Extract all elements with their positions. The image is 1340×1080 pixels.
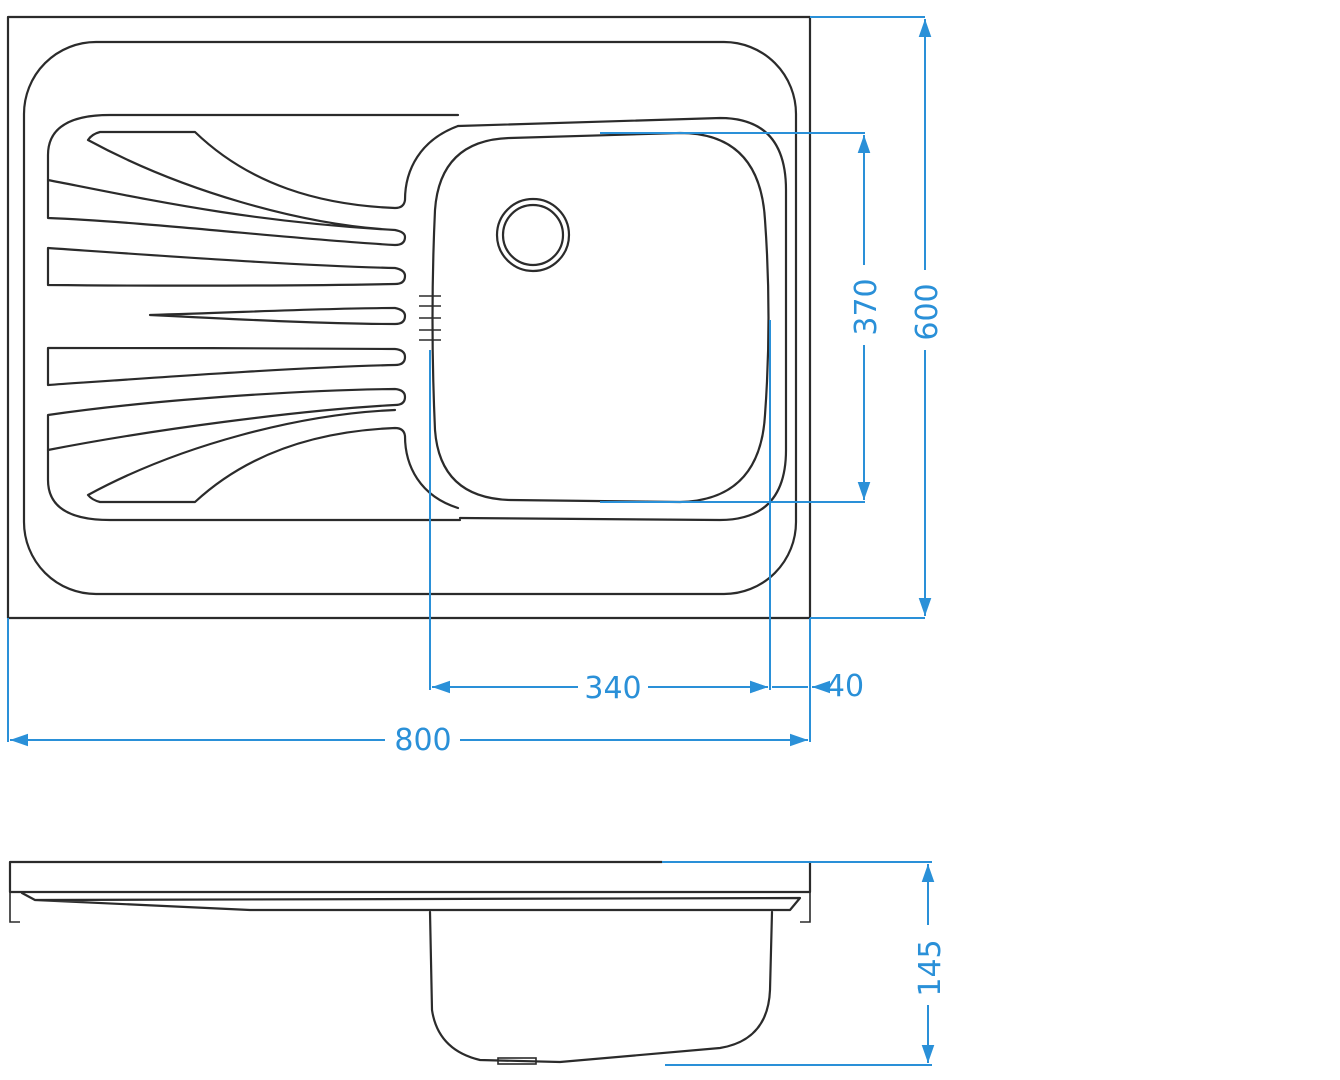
side-bowl [428,910,774,1064]
dimension-label-40: 40 [826,669,864,704]
side-drainer [20,891,802,912]
drainer-groove [46,387,407,452]
side-rim [8,860,812,894]
dimension-label-340: 340 [584,671,641,706]
top-view [6,15,812,620]
sink-rim [22,40,798,596]
drainer-boundary [46,448,462,522]
sink-bowl [431,131,770,504]
side-view [8,860,812,1065]
dimension-label-370: 370 [849,278,884,335]
drainer-deck [46,124,460,247]
dimension-label-600: 600 [910,283,945,340]
dimension-label-145: 145 [913,939,948,996]
drainer-groove [46,346,407,387]
sink-outer-edge [6,15,812,620]
drainer-boundary [46,113,788,522]
drainer-groove [86,408,460,510]
overflow-icon [419,295,441,341]
side-flange [9,892,811,923]
dimensions: 600 370 145 800 340 40 [7,16,948,1066]
drain-hole-inner [501,203,565,267]
dimension-label-800: 800 [394,723,451,758]
drain-hole-outer [495,197,571,273]
drainer-groove [148,306,407,326]
side-drain [497,1057,537,1065]
drainer-groove [46,246,407,287]
